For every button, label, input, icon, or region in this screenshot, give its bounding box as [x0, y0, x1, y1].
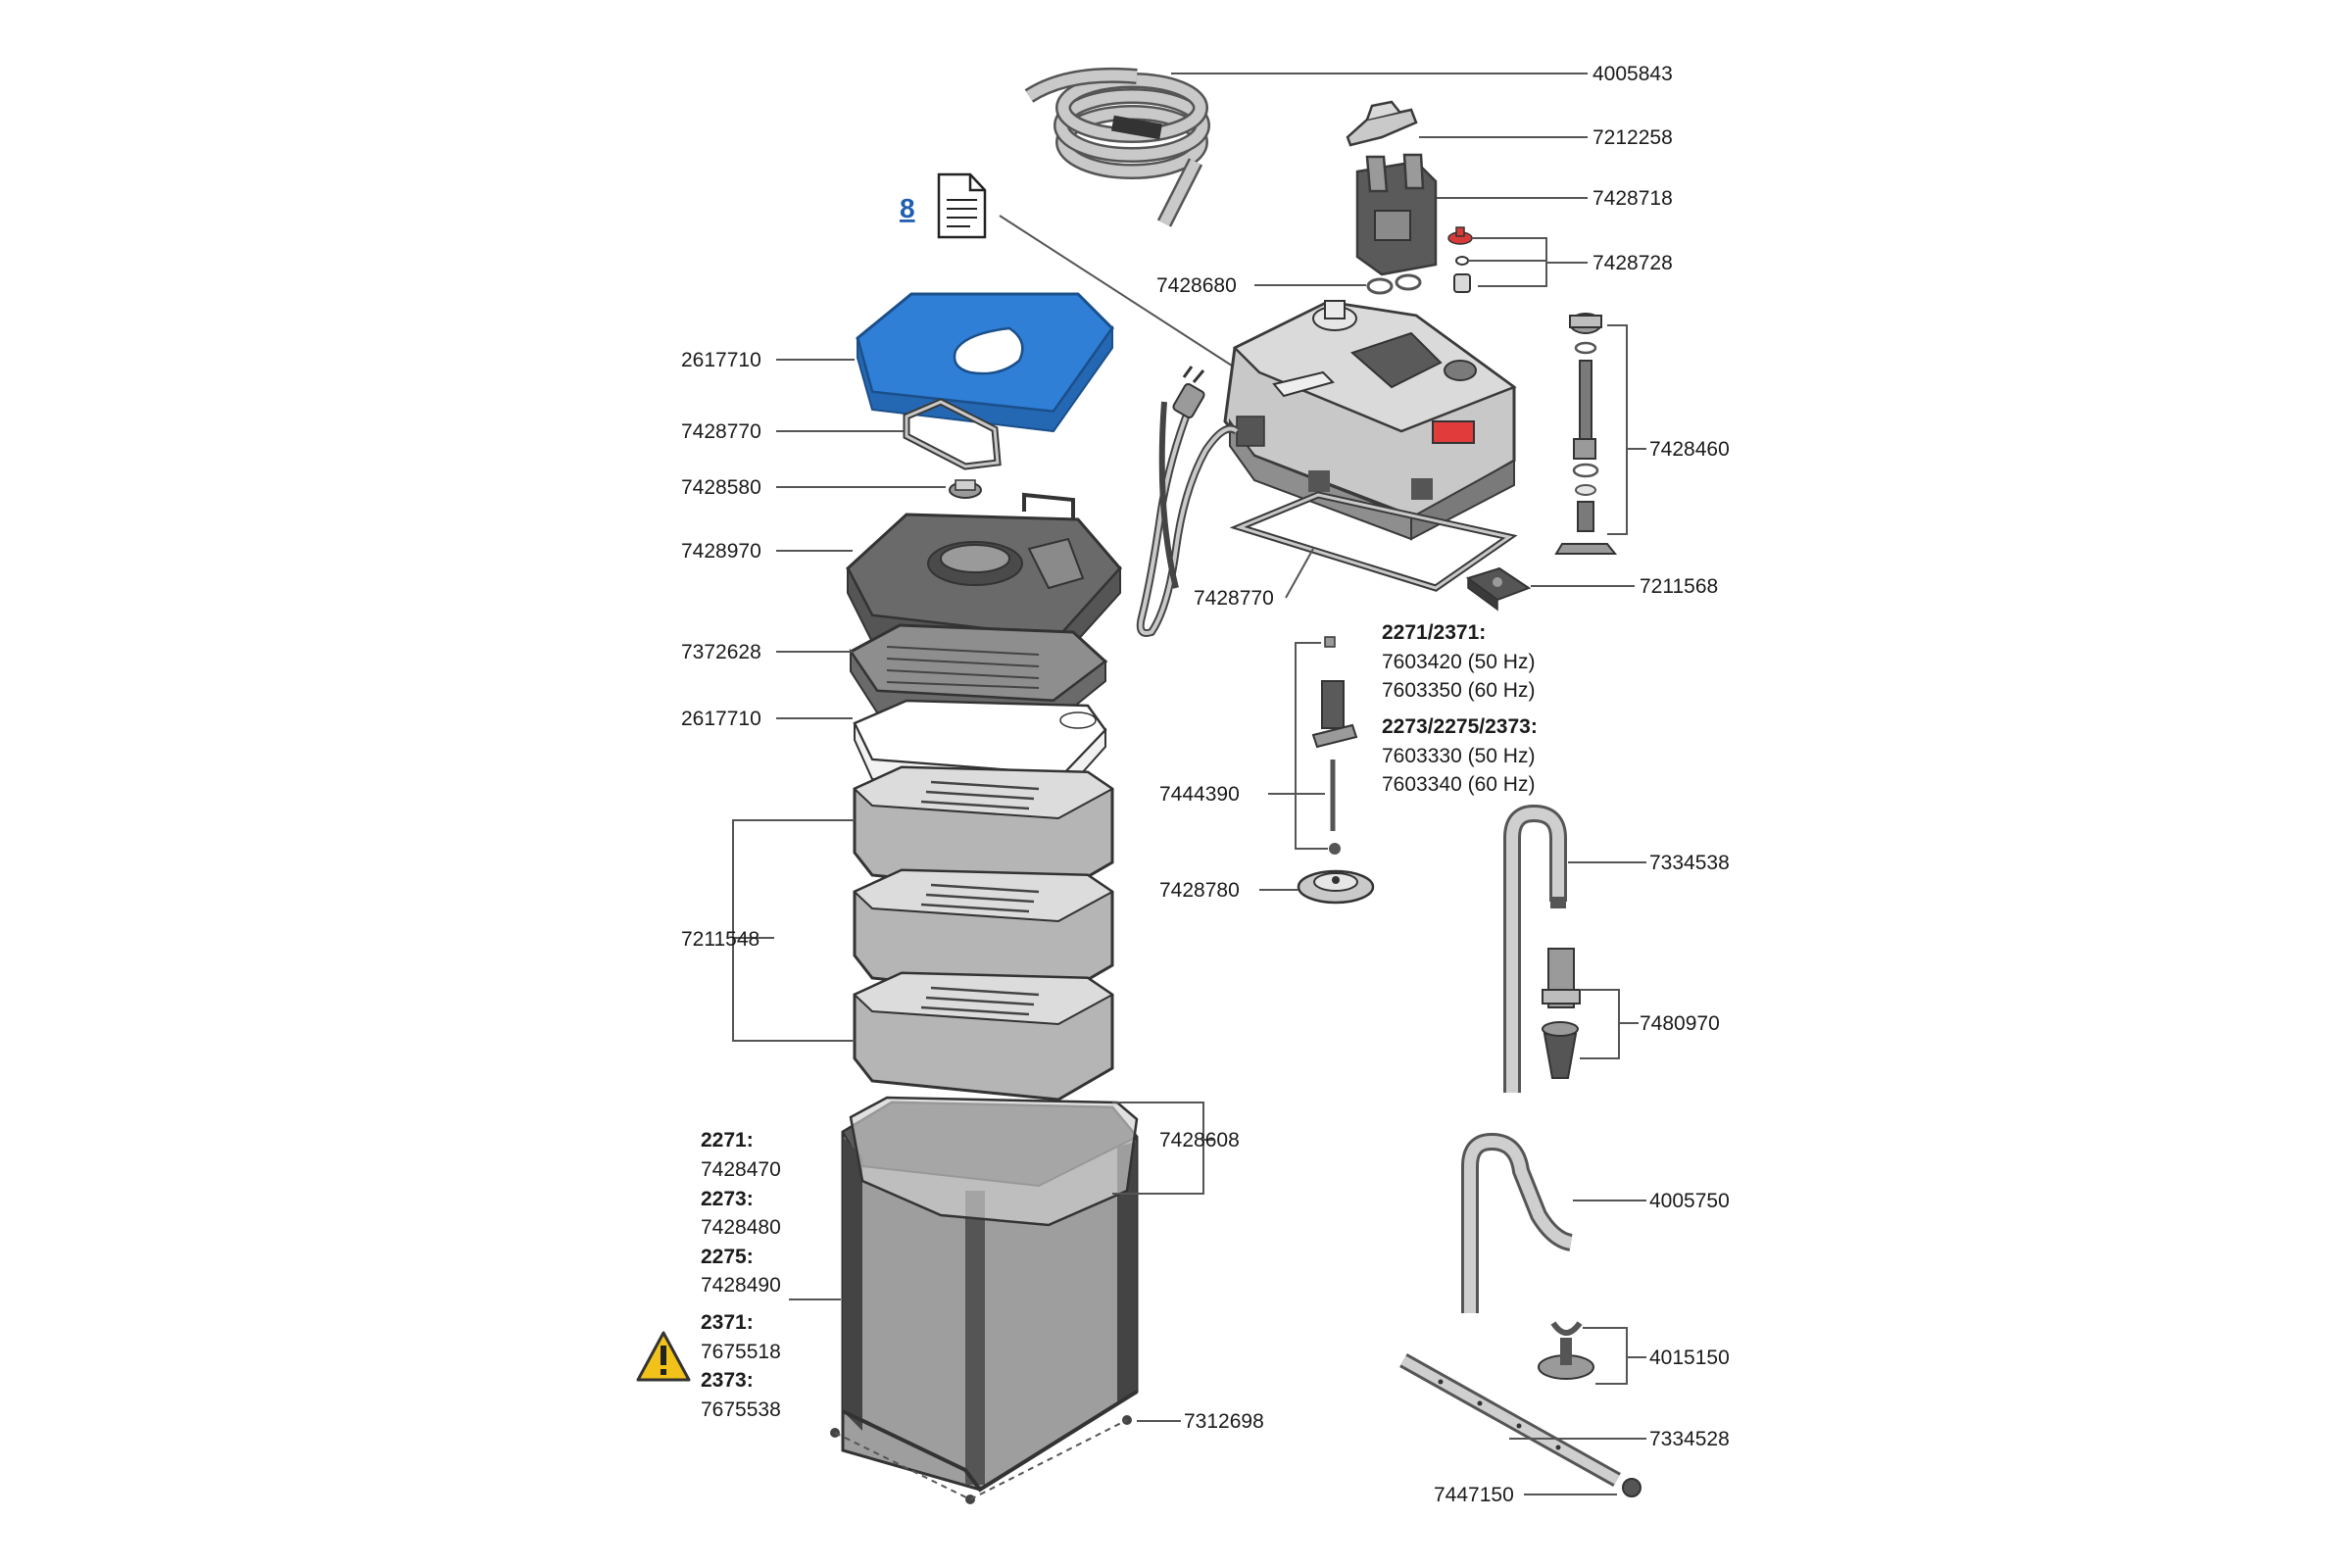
part-number-vent-button: 7428580: [681, 476, 761, 499]
clip: [1346, 100, 1418, 147]
part-number-clip: 7212258: [1592, 126, 1673, 149]
leader-intake-strainer: [1580, 989, 1639, 1059]
power-cord: [1136, 390, 1240, 637]
leader-suction-cup: [1583, 1327, 1646, 1385]
feet: [830, 1415, 1132, 1504]
warning-icon: [636, 1331, 691, 1382]
part-number-suction-cup: 4015150: [1649, 1347, 1730, 1369]
leader-basket-frame: [1112, 1102, 1213, 1195]
impeller-group2-line1: 7603330 (50 Hz): [1382, 745, 1535, 767]
filter-basket-2: [853, 868, 1114, 999]
canister-model-2373: 2373:: [701, 1369, 754, 1392]
part-number-outlet-pipe: 4005750: [1649, 1190, 1730, 1212]
part-number-hose: 4005843: [1592, 63, 1673, 85]
intake-strainer: [1542, 948, 1581, 1079]
filter-basket-3: [853, 971, 1114, 1102]
part-number-intake-strainer: 7480970: [1640, 1012, 1720, 1035]
switch: [1465, 566, 1532, 612]
part-number-impeller-cover: 7428780: [1159, 879, 1240, 902]
canister-model-2275: 2275:: [701, 1246, 754, 1268]
canister-number-2373: 7675538: [701, 1398, 781, 1421]
canister-number-2275: 7428490: [701, 1274, 781, 1297]
part-number-white-pad: 2617710: [681, 708, 761, 730]
suction-cup: [1538, 1321, 1594, 1380]
impeller-group2-line2: 7603340 (60 Hz): [1382, 773, 1535, 796]
leader-impeller: [1268, 642, 1328, 850]
part-number-feet: 7312698: [1184, 1410, 1264, 1433]
impeller-group2-heading: 2273/2275/2373:: [1382, 715, 1538, 738]
vent-button: [949, 479, 982, 499]
impeller-group1-heading: 2271/2371:: [1382, 621, 1486, 644]
outlet-pipe: [1461, 1132, 1574, 1313]
canister-number-2271: 7428470: [701, 1158, 781, 1181]
document-link[interactable]: 8: [900, 193, 915, 223]
part-number-lid-seal: 7428770: [681, 420, 761, 443]
leader-priming-shaft: [1607, 324, 1646, 535]
impeller: [1311, 636, 1358, 855]
part-number-priming-shaft: 7428460: [1649, 438, 1730, 461]
pump-head: [1223, 300, 1517, 541]
part-number-o-rings: 7428680: [1156, 274, 1237, 297]
switch-indicator: [1432, 420, 1475, 444]
o-rings: [1366, 273, 1422, 295]
priming-shaft: [1554, 313, 1618, 555]
canister-number-2273: 7428480: [701, 1216, 781, 1239]
part-number-adapter: 7428718: [1592, 187, 1673, 210]
leader-baskets: [732, 819, 855, 1042]
leader-document: [999, 215, 1236, 368]
part-number-intake-pipe: 7334538: [1649, 852, 1730, 874]
part-number-head-seal: 7428770: [1194, 587, 1274, 610]
leader-head-seal: [1285, 548, 1314, 599]
canister-model-2271: 2271:: [701, 1129, 754, 1152]
canister-model-2273: 2273:: [701, 1188, 754, 1210]
impeller-group1-line2: 7603350 (60 Hz): [1382, 679, 1535, 702]
hose: [1024, 67, 1210, 227]
part-number-baskets: 7211548: [681, 928, 760, 951]
part-number-switch: 7211568: [1640, 575, 1718, 598]
end-cap: [1622, 1478, 1642, 1497]
impeller-cover: [1297, 869, 1375, 905]
part-number-valve-set: 7428728: [1592, 252, 1673, 274]
canister-model-2371: 2371:: [701, 1311, 754, 1334]
lid-foam-highlighted[interactable]: [856, 292, 1114, 433]
part-number-lid-foam: 2617710: [681, 349, 761, 371]
spray-bar: [1399, 1353, 1621, 1487]
canister-number-2371: 7675518: [701, 1341, 781, 1363]
part-number-spray-bar: 7334528: [1649, 1428, 1730, 1450]
basket-frame: [849, 1096, 1139, 1227]
filter-basket-1: [853, 765, 1114, 896]
part-number-basket-frame: 7428608: [1159, 1129, 1240, 1152]
leader-valve-set: [1468, 237, 1588, 287]
impeller-group1-line1: 7603420 (50 Hz): [1382, 651, 1535, 673]
part-number-prefilter-plate: 7372628: [681, 641, 761, 663]
valve-set: [1447, 226, 1473, 293]
part-number-end-cap: 7447150: [1434, 1484, 1514, 1506]
part-number-impeller: 7444390: [1159, 783, 1240, 806]
adapter: [1355, 153, 1438, 276]
plug-icon: [1172, 366, 1205, 419]
part-number-lid: 7428970: [681, 540, 761, 563]
intake-pipe: [1503, 804, 1567, 1093]
document-icon[interactable]: [937, 172, 987, 239]
